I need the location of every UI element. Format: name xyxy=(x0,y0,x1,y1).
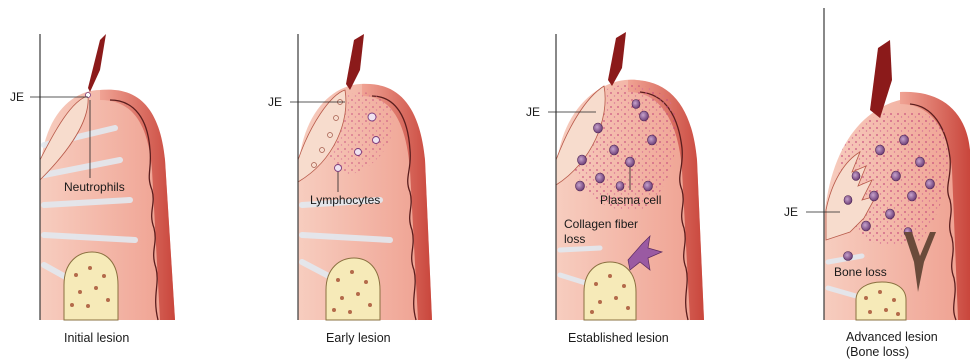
je-label: JE xyxy=(784,205,798,219)
panel-established-lesion: JE Plasma cell Collagen fiber loss Estab… xyxy=(526,32,704,345)
je-label: JE xyxy=(10,90,24,104)
panel-advanced-lesion: JE Bone loss Advanced lesion (Bone loss) xyxy=(784,8,970,359)
bone-loss-label: Bone loss xyxy=(834,265,887,279)
panel-caption: Established lesion xyxy=(568,331,669,345)
panel-early-lesion: JE Lymphocytes Early lesion xyxy=(268,34,432,345)
panel-caption: Initial lesion xyxy=(64,331,129,345)
panel-caption-line2: (Bone loss) xyxy=(846,345,909,359)
panel-initial-lesion: JE Neutrophils Initial lesion xyxy=(10,34,175,345)
je-label: JE xyxy=(268,95,282,109)
panel-caption-line1: Advanced lesion xyxy=(846,330,938,344)
collagen-fiber-label: Collagen fiber xyxy=(564,217,638,231)
lymphocytes-label: Lymphocytes xyxy=(310,193,380,207)
collagen-loss-label: loss xyxy=(564,232,585,246)
neutrophils-label: Neutrophils xyxy=(64,180,125,194)
panel-caption: Early lesion xyxy=(326,331,391,345)
alveolar-bone xyxy=(64,252,118,320)
je-label: JE xyxy=(526,105,540,119)
enamel xyxy=(88,34,106,92)
bone-loss-cell xyxy=(844,252,853,261)
enamel xyxy=(346,34,364,90)
enamel xyxy=(608,32,626,86)
plasma-cell-label: Plasma cell xyxy=(600,193,661,207)
